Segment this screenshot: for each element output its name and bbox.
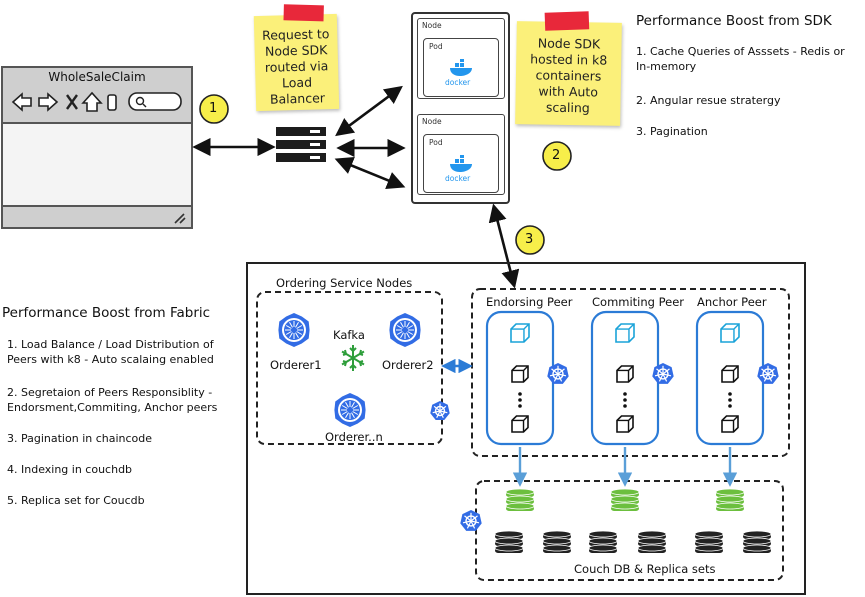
orderer-icon — [334, 393, 366, 427]
note-k8: Node SDK hosted in k8 containers with Au… — [515, 11, 622, 126]
container-cube-icon — [616, 415, 634, 433]
note-line: with Auto — [538, 83, 599, 100]
couchdb-replica-icon — [637, 530, 667, 553]
badge-3-label: 3 — [525, 232, 534, 247]
orderer-icon — [278, 313, 310, 347]
peer-cube-icon — [510, 323, 530, 343]
kubernetes-icon — [547, 363, 569, 384]
badge-3 — [515, 225, 545, 255]
container-cube-icon — [511, 415, 529, 433]
node-label: Node — [422, 117, 442, 126]
fabric-boost-title: Performance Boost from Fabric — [2, 305, 211, 321]
couchdb-replica-icon — [494, 530, 524, 553]
container-cube-icon — [721, 415, 739, 433]
kubernetes-icon — [757, 363, 779, 384]
peer-group — [485, 310, 569, 446]
orderer-icon — [389, 313, 421, 347]
fabric-boost-item: 1. Load Balance / Load Distribution of P… — [7, 338, 214, 366]
couchdb-primary-icon — [715, 488, 745, 511]
sdk-boost-item: 3. Pagination — [636, 125, 708, 138]
resize-icon[interactable] — [173, 212, 187, 224]
container-cube-icon — [721, 365, 739, 383]
ordering-title: Ordering Service Nodes — [276, 276, 413, 290]
fabric-boost-item: 5. Replica set for Coucdb — [7, 494, 145, 507]
lb-node2-connector — [334, 157, 406, 189]
search-field[interactable] — [128, 92, 182, 111]
couchdb-primary-icon — [505, 488, 535, 511]
forward-icon[interactable] — [38, 92, 59, 112]
peer-cube-icon — [615, 323, 635, 343]
kafka-icon — [341, 345, 365, 371]
couchdb-primary-icon — [610, 488, 640, 511]
stop-icon[interactable] — [66, 94, 78, 110]
ordering-service-box — [256, 291, 443, 445]
note-line: routed via — [264, 58, 329, 75]
node-box-1: Node Pod docker — [417, 18, 505, 99]
note-load-balancer: Request to Node SDK routed via Load Bala… — [253, 4, 340, 112]
badge-2-label: 2 — [552, 148, 561, 163]
pod-label: Pod — [429, 42, 443, 51]
peer-label: Commiting Peer — [592, 295, 685, 309]
browser-title: WholeSaleClaim — [48, 70, 146, 84]
note-line: hosted in k8 — [530, 51, 608, 68]
fabric-network-box — [246, 262, 806, 595]
couchdb-replica-icon — [742, 530, 772, 553]
node-box-2: Node Pod docker — [417, 114, 505, 195]
note-line: containers — [535, 67, 602, 84]
home-icon[interactable] — [81, 91, 103, 112]
sdk-boost-item: 2. Angular resue stratergy — [636, 94, 781, 107]
badge-1 — [199, 94, 229, 124]
couchdb-replica-icon — [694, 530, 724, 553]
badge-1-label: 1 — [209, 101, 218, 116]
note-line: Balancer — [269, 90, 326, 107]
couchdb-replica-icon — [542, 530, 572, 553]
lb-node1-connector — [335, 85, 403, 137]
fabric-boost-item: 2. Segretaion of Peers Responsiblity - E… — [7, 386, 218, 414]
kubernetes-icon — [460, 510, 482, 531]
peer-cube-icon — [720, 323, 740, 343]
fabric-boost-item: 3. Pagination in chaincode — [7, 432, 153, 445]
note-tape — [283, 4, 324, 22]
pod-label: Pod — [429, 138, 443, 147]
peer-group — [590, 310, 674, 446]
note-tape — [544, 11, 590, 31]
fabric-boost-item: 4. Indexing in couchdb — [7, 463, 133, 476]
orderer-label: Orderer1 — [270, 358, 322, 372]
sdk-boost-title: Performance Boost from SDK — [636, 13, 832, 29]
search-icon — [135, 96, 145, 106]
couchdb-replica-icon — [588, 530, 618, 553]
browser-content — [3, 122, 191, 207]
docker-label: docker — [445, 174, 471, 183]
kubernetes-icon — [652, 363, 674, 384]
orderer-label: Orderer2 — [382, 358, 434, 372]
docker-label: docker — [445, 78, 471, 87]
pod-box: Pod docker — [423, 134, 499, 193]
sdk-boost-item: 1. Cache Queries of Asssets - Redis or I… — [636, 45, 845, 73]
couchdb-label: Couch DB & Replica sets — [574, 562, 716, 576]
node-fabric-connector — [488, 203, 520, 289]
container-cube-icon — [616, 365, 634, 383]
load-balancer-icon — [276, 127, 326, 162]
peer-group — [695, 310, 779, 446]
note-line: scaling — [545, 99, 590, 116]
peer-label: Anchor Peer — [697, 295, 767, 309]
back-icon[interactable] — [11, 92, 32, 112]
browser-window: WholeSaleClaim — [1, 66, 193, 229]
container-cube-icon — [511, 365, 529, 383]
docker-icon — [450, 59, 472, 76]
pod-box: Pod docker — [423, 38, 499, 97]
kafka-label: Kafka — [333, 328, 365, 342]
note-line: Node SDK — [537, 35, 601, 52]
peer-label: Endorsing Peer — [486, 295, 573, 309]
browser-toolbar — [11, 91, 182, 112]
node-label: Node — [422, 21, 442, 30]
orderer-label: Orderer..n — [325, 430, 383, 444]
page-icon[interactable] — [107, 94, 117, 111]
kubernetes-icon — [430, 401, 450, 420]
docker-icon — [450, 155, 472, 172]
badge-2 — [542, 141, 572, 171]
